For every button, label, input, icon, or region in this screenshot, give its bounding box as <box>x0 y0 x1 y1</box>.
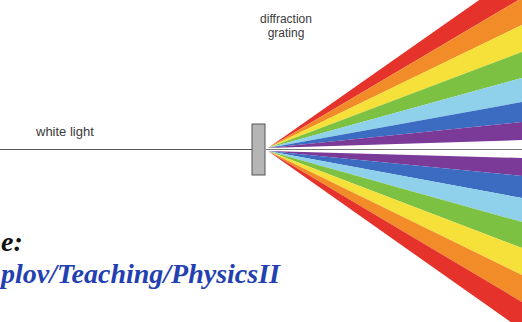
axis-line <box>266 149 522 150</box>
grating-plate <box>252 124 265 175</box>
light-label: white light <box>36 124 94 139</box>
source-label: e: <box>1 226 23 258</box>
grating-label: diffraction grating <box>248 12 324 40</box>
white-light-ray <box>0 149 252 150</box>
source-url: plov/Teaching/PhysicsII <box>1 258 280 290</box>
lower-spectrum-fan <box>268 151 522 322</box>
